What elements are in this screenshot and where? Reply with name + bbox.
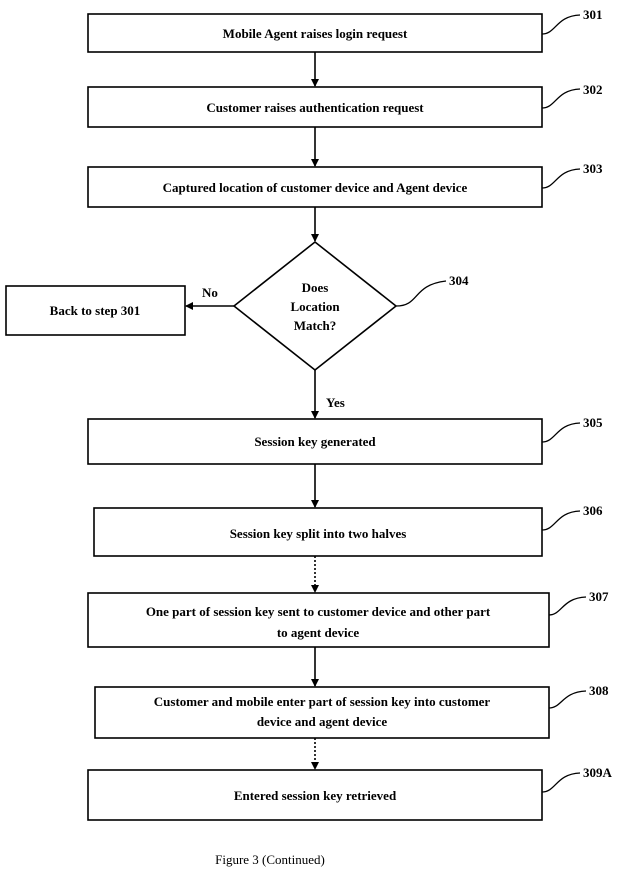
- step-308: Customer and mobile enter part of sessio…: [95, 687, 549, 738]
- ref-304: 304: [449, 273, 469, 288]
- decision-304-line-1: Does: [302, 280, 329, 295]
- step-307-line-2: to agent device: [277, 625, 360, 640]
- step-305: Session key generated: [88, 419, 542, 464]
- edge-yes-label: Yes: [326, 395, 345, 410]
- decision-304-line-2: Location: [290, 299, 340, 314]
- step-307-line-1: One part of session key sent to customer…: [146, 604, 491, 619]
- decision-304: Does Location Match?: [234, 242, 396, 370]
- decision-304-line-3: Match?: [294, 318, 337, 333]
- edge-no-label: No: [202, 285, 218, 300]
- step-309a: Entered session key retrieved: [88, 770, 542, 820]
- ref-301-leader: [542, 15, 580, 34]
- step-308-line-2: device and agent device: [257, 714, 388, 729]
- step-308-line-1: Customer and mobile enter part of sessio…: [154, 694, 491, 709]
- ref-307-leader: [549, 597, 586, 615]
- ref-309a-leader: [542, 773, 580, 792]
- ref-305-leader: [542, 423, 580, 442]
- ref-308-leader: [549, 691, 586, 708]
- step-307: One part of session key sent to customer…: [88, 593, 549, 647]
- ref-306-leader: [542, 511, 580, 530]
- ref-309a: 309A: [583, 765, 613, 780]
- ref-302-leader: [542, 89, 580, 108]
- step-306: Session key split into two halves: [94, 508, 542, 556]
- step-303-label: Captured location of customer device and…: [163, 180, 468, 195]
- ref-304-leader: [396, 281, 446, 306]
- ref-308: 308: [589, 683, 609, 698]
- step-302-label: Customer raises authentication request: [206, 100, 424, 115]
- back-to-step-label: Back to step 301: [50, 303, 141, 318]
- ref-302: 302: [583, 82, 603, 97]
- ref-303: 303: [583, 161, 603, 176]
- ref-301: 301: [583, 7, 603, 22]
- ref-307: 307: [589, 589, 609, 604]
- step-305-label: Session key generated: [254, 434, 376, 449]
- step-301: Mobile Agent raises login request: [88, 14, 542, 52]
- ref-306: 306: [583, 503, 603, 518]
- back-to-step: Back to step 301: [6, 286, 185, 335]
- ref-303-leader: [542, 169, 580, 188]
- step-309a-label: Entered session key retrieved: [234, 788, 397, 803]
- ref-305: 305: [583, 415, 603, 430]
- step-303: Captured location of customer device and…: [88, 167, 542, 207]
- step-306-label: Session key split into two halves: [230, 526, 407, 541]
- figure-caption: Figure 3 (Continued): [215, 852, 325, 867]
- step-302: Customer raises authentication request: [88, 87, 542, 127]
- step-301-label: Mobile Agent raises login request: [223, 26, 408, 41]
